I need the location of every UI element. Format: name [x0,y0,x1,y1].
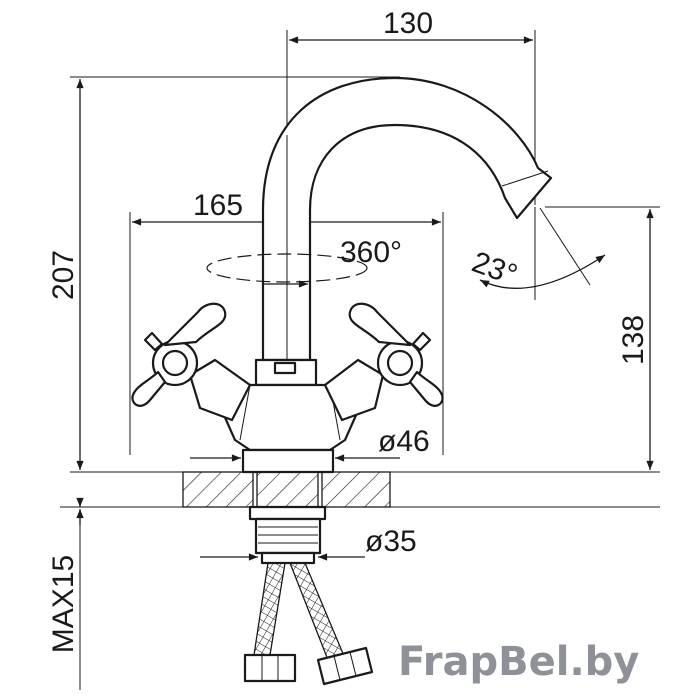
dimension-shank-diameter: ø35 [200,525,417,561]
flexible-hoses [243,562,374,686]
left-handle [131,302,252,422]
base-diameter-label: ø46 [378,425,430,458]
dimension-max-thickness: MAX15 [47,497,183,690]
dimension-width-top-label: 130 [383,7,433,40]
spout-angle-label: 23° [468,246,522,293]
rotation-label: 360° [340,236,402,269]
max-thickness-label: MAX15 [47,555,80,653]
right-handle [323,302,444,422]
dimension-height-spout-label: 138 [617,315,650,365]
watermark: FrapBel.by [398,639,639,685]
dimension-width-mid-label: 165 [193,189,243,222]
spout [261,76,553,362]
rotation-indicator: 360° [206,236,402,288]
dimension-width-top: 130 [286,7,536,360]
faucet-body [213,358,367,474]
dimension-height-total-label: 207 [47,250,80,300]
spout-angle-indicator: 23° [468,207,606,300]
mounting-shank [248,505,327,565]
shank-diameter-label: ø35 [365,525,417,558]
dimension-base-diameter: ø46 [190,425,430,462]
dimension-height-spout: 138 [395,206,660,473]
countertop-section [70,471,660,508]
